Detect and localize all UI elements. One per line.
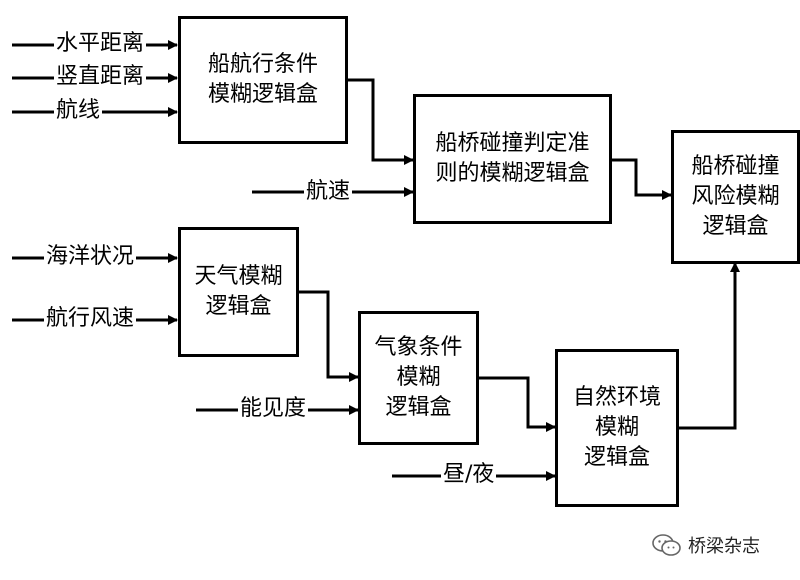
ship-navigation-line1: 船航行条件	[207, 52, 318, 77]
watermark: 桥梁杂志	[652, 532, 760, 558]
nature-line1: 自然环境	[572, 385, 661, 410]
arrow-criterion-to-risk	[611, 158, 672, 200]
arrow-nature-to-risk	[678, 262, 740, 430]
nature-line3: 逻辑盒	[583, 445, 650, 470]
risk-line2: 风险模糊	[691, 184, 780, 209]
watermark-text: 桥梁杂志	[688, 536, 760, 557]
ship-navigation-box: 船航行条件 模糊逻辑盒	[178, 16, 348, 144]
label-vertical-distance: 竖直距离	[54, 64, 147, 90]
label-speed: 航速	[304, 179, 353, 205]
risk-line1: 船桥碰撞	[691, 154, 780, 179]
criterion-line1: 船桥碰撞判定准	[435, 131, 590, 156]
weather-box: 天气模糊 逻辑盒	[178, 227, 299, 357]
label-sea-state: 海洋状况	[44, 244, 137, 270]
arrow-shipnav-to-criterion	[347, 78, 414, 165]
arrow-meteo-to-nature	[478, 376, 556, 432]
label-day-night: 昼/夜	[441, 462, 497, 488]
collision-risk-box: 船桥碰撞 风险模糊 逻辑盒	[671, 130, 800, 264]
weather-line2: 逻辑盒	[205, 294, 272, 319]
meteo-line3: 逻辑盒	[385, 395, 452, 420]
natural-environment-box: 自然环境 模糊 逻辑盒	[555, 349, 679, 507]
label-horizontal-distance: 水平距离	[54, 31, 147, 57]
wechat-icon	[652, 534, 681, 556]
nature-line2: 模糊	[594, 415, 639, 440]
ship-navigation-line2: 模糊逻辑盒	[207, 82, 318, 107]
label-visibility: 能见度	[238, 396, 309, 422]
arrow-weather-to-meteo	[298, 290, 359, 382]
weather-line1: 天气模糊	[194, 264, 283, 289]
label-wind-speed: 航行风速	[44, 306, 137, 332]
risk-line3: 逻辑盒	[702, 214, 769, 239]
meteo-line2: 模糊	[396, 365, 441, 390]
criterion-line2: 则的模糊逻辑盒	[435, 161, 590, 186]
meteorological-box: 气象条件 模糊 逻辑盒	[358, 311, 479, 445]
meteo-line1: 气象条件	[374, 335, 463, 360]
collision-criterion-box: 船桥碰撞判定准 则的模糊逻辑盒	[413, 94, 612, 224]
label-route: 航线	[54, 98, 103, 124]
